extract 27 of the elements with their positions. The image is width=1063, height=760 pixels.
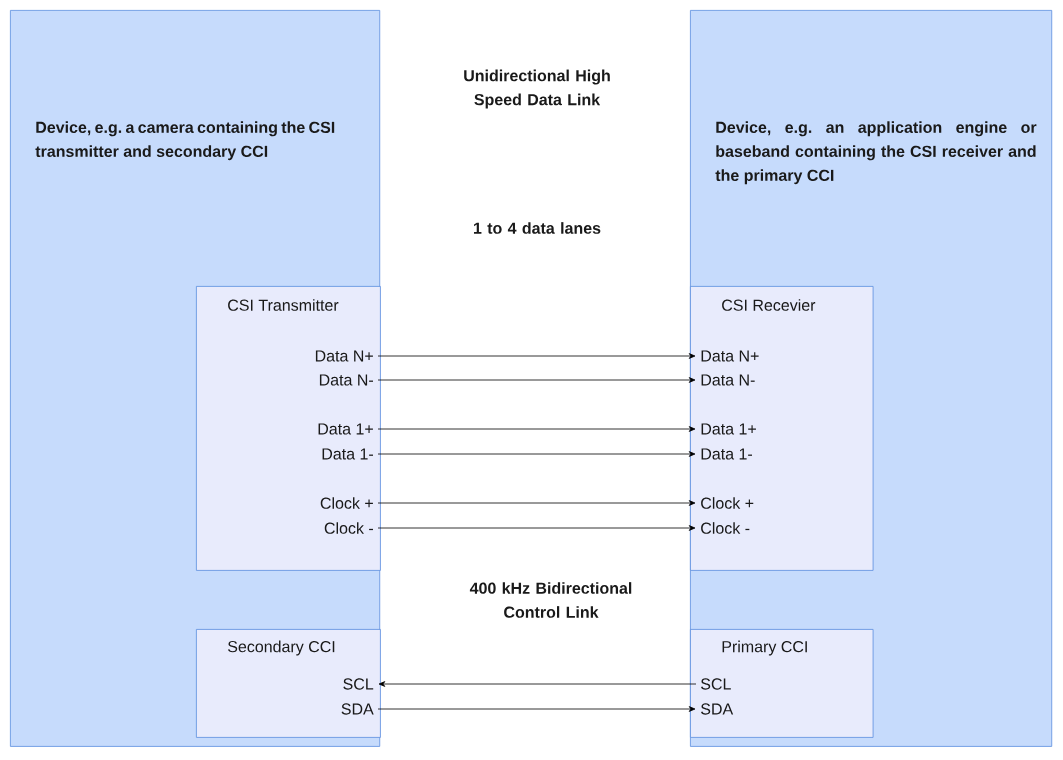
pin-label: Data 1+ bbox=[701, 423, 756, 435]
arrow bbox=[377, 426, 696, 432]
pin-label: Data N+ bbox=[315, 350, 373, 362]
pin-label: Clock - bbox=[324, 522, 373, 534]
link-label: 1 to 4 data lanes bbox=[474, 222, 601, 234]
arrow bbox=[378, 681, 697, 687]
pin-label: Clock + bbox=[701, 497, 754, 509]
pin-label: SDA bbox=[341, 703, 374, 715]
pin-label: SCL bbox=[343, 678, 374, 690]
link-label: 400 kHz Bidirectional Control Link bbox=[469, 582, 632, 618]
arrow bbox=[377, 500, 696, 506]
pin-label: Data 1+ bbox=[318, 423, 373, 435]
pin-label: Data N- bbox=[319, 374, 373, 386]
arrow bbox=[377, 525, 696, 531]
pin-label: Clock + bbox=[320, 497, 373, 509]
pin-label: Data 1- bbox=[701, 448, 752, 460]
pin-label: Data 1- bbox=[322, 448, 373, 460]
pin-label: Clock - bbox=[701, 522, 750, 534]
arrow bbox=[377, 353, 696, 359]
pin-label: Data N- bbox=[701, 374, 755, 386]
arrow bbox=[377, 706, 696, 712]
pin-label: SCL bbox=[701, 678, 731, 690]
link-label: Unidirectional High Speed Data Link bbox=[464, 69, 610, 109]
pin-label: Data N+ bbox=[701, 350, 759, 362]
pin-label: SDA bbox=[701, 703, 734, 715]
arrow bbox=[377, 451, 696, 457]
arrow bbox=[377, 377, 696, 383]
